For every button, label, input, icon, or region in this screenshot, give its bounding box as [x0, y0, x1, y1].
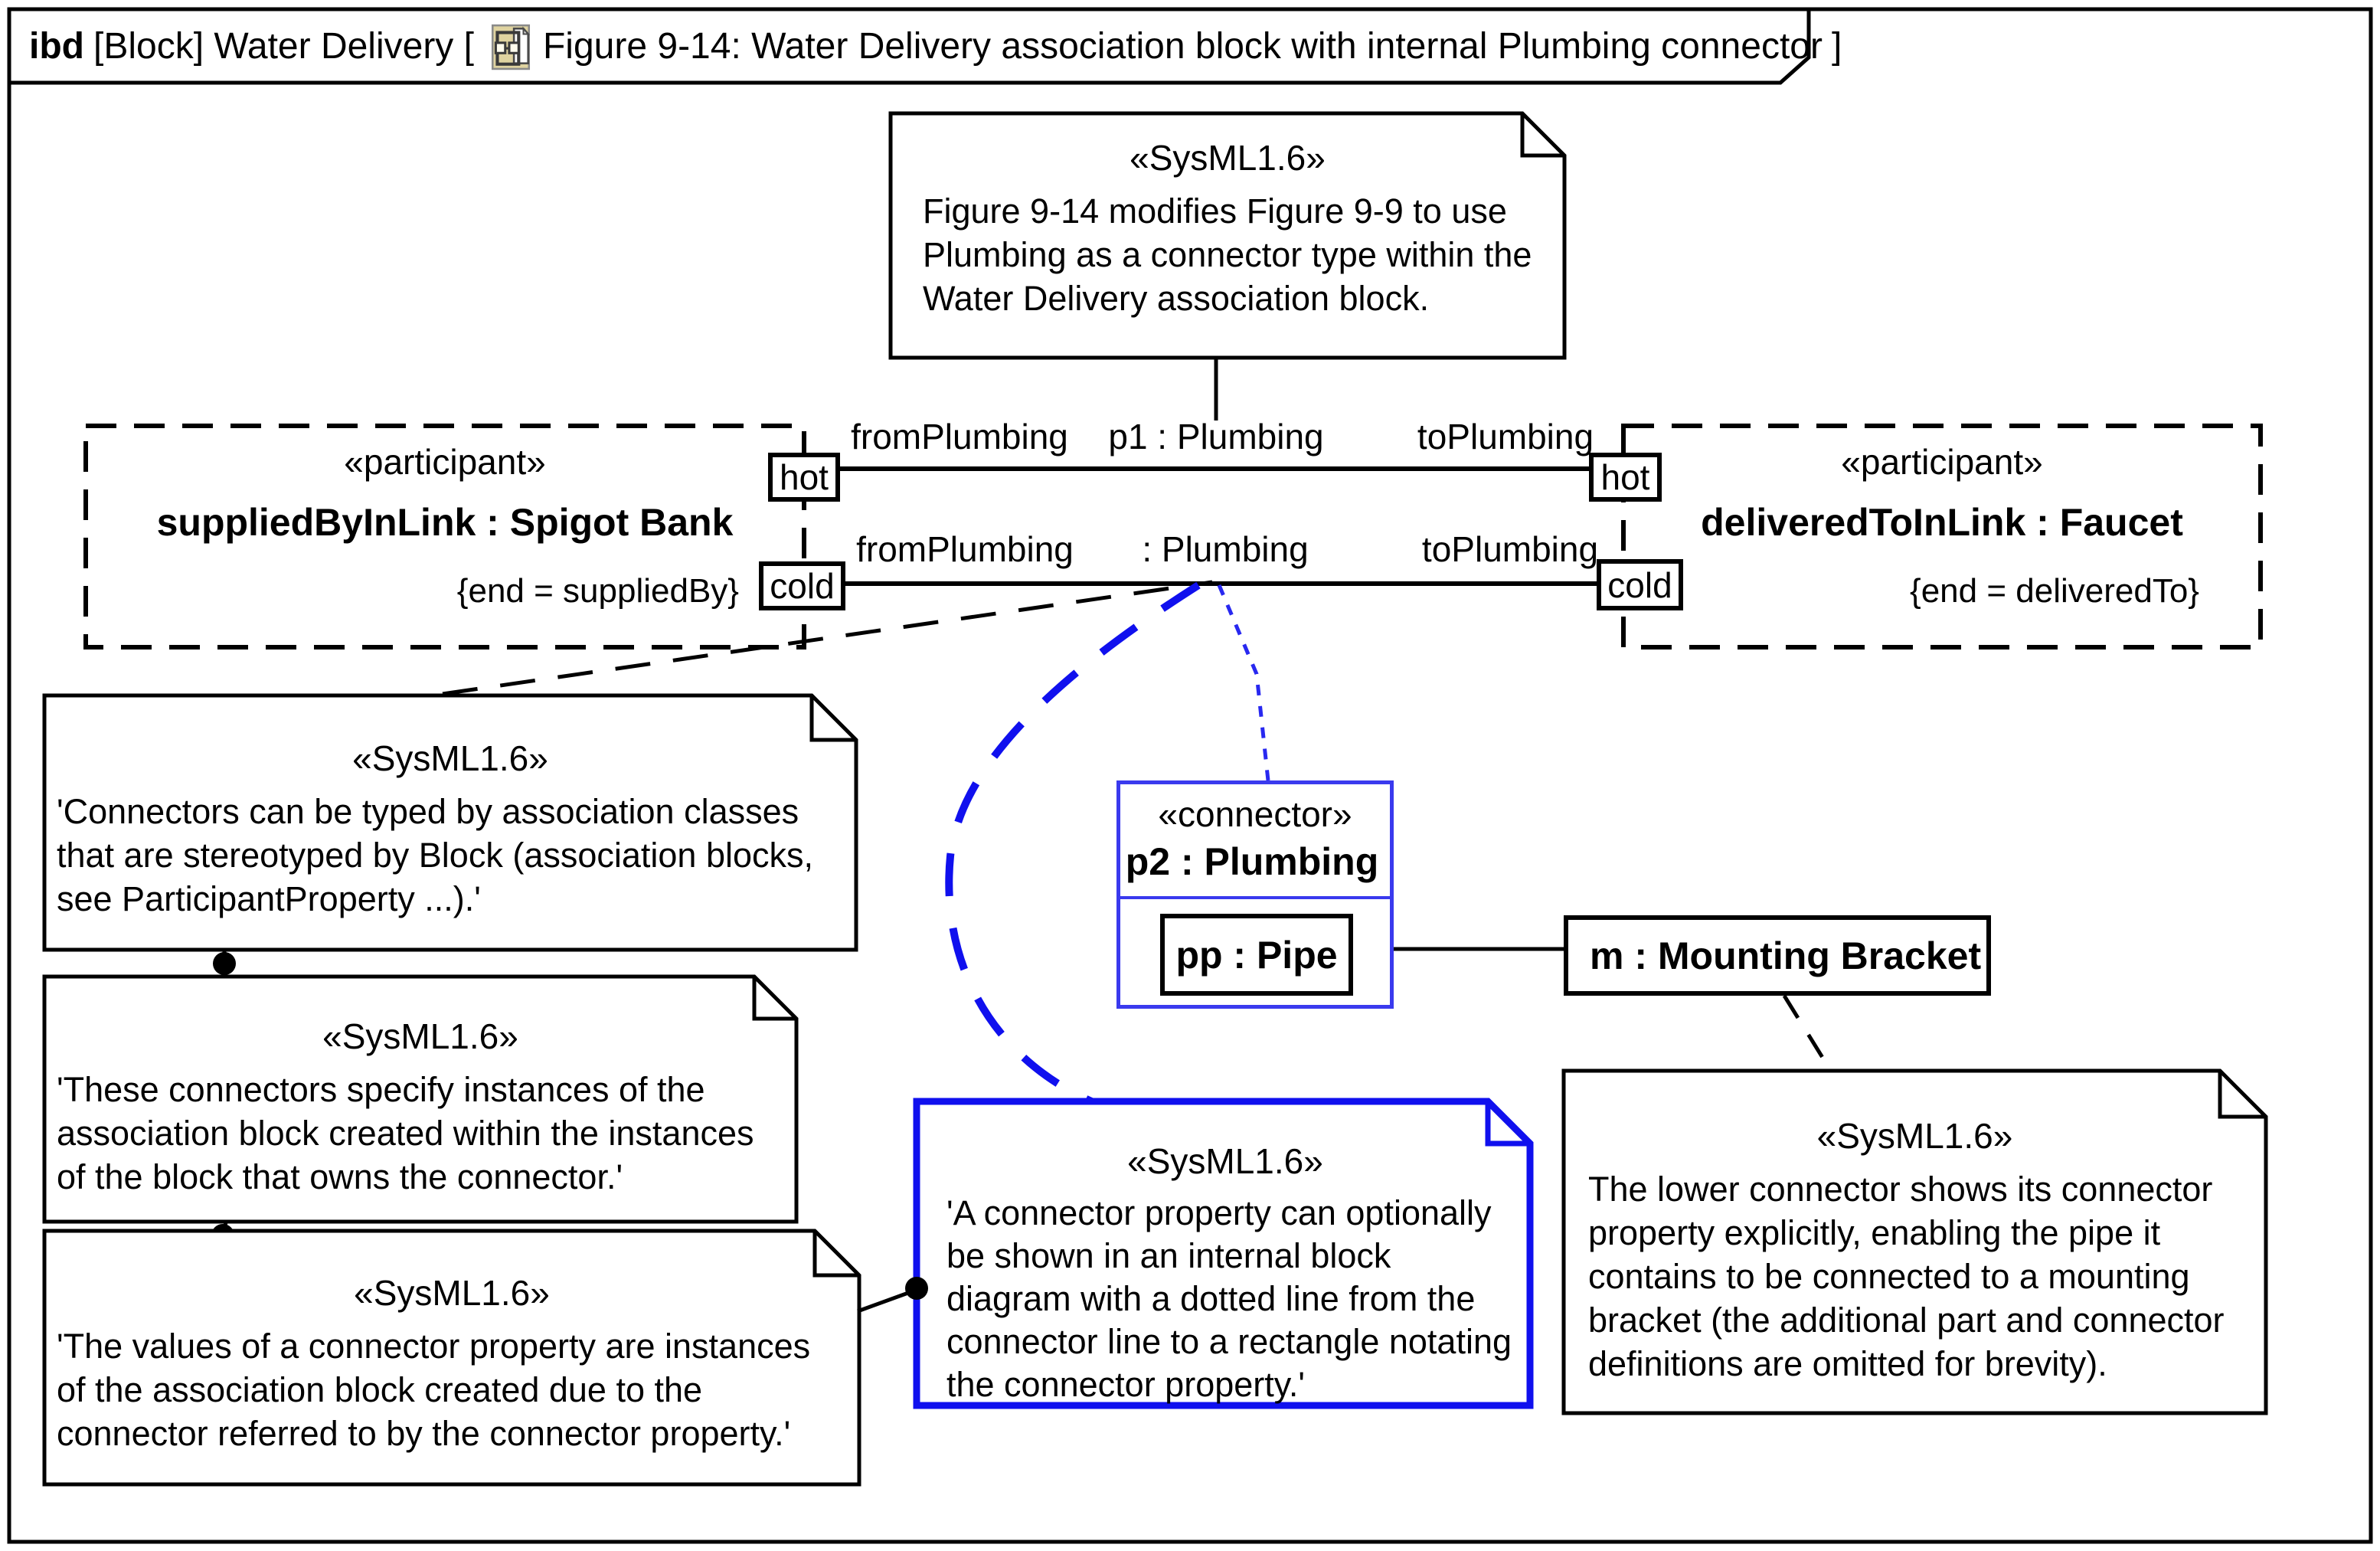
frame-keyword: ibd [29, 25, 84, 67]
left-note-3-shape[interactable] [42, 1229, 861, 1487]
note1-note2-dot [213, 952, 236, 975]
connector-property-dotted-line [1217, 584, 1270, 781]
left-note-1-shape[interactable] [42, 693, 858, 952]
ibd-diagram-file-icon [491, 21, 531, 70]
left-note-1-text: «SysML1.6» 'Connectors can be typed by a… [44, 737, 856, 921]
cold-from-label: fromPlumbing [856, 529, 1074, 569]
frame-figure-label: Figure 9-14: Water Delivery association … [542, 25, 1823, 67]
bracket-to-note-dashed-line [1782, 994, 1834, 1074]
participant-left-name: suppliedByInLink : Spigot Bank [156, 501, 734, 544]
left-note-1-fold [809, 695, 856, 742]
left-note-2-shape[interactable] [42, 974, 799, 1224]
stereotype-label: «SysML1.6» [354, 1273, 550, 1313]
frame-title: ibd [Block] Water Delivery [ Figure 9-14… [29, 17, 1851, 75]
hot-connector-name: p1 : Plumbing [1108, 417, 1324, 456]
note-line: of the association block created due to … [57, 1370, 703, 1409]
note-line: 'A connector property can optionally [946, 1193, 1492, 1232]
hot-to-label: toPlumbing [1417, 417, 1594, 456]
port-right-hot[interactable]: hot [1589, 453, 1662, 502]
note-line: see ParticipantProperty ...).' [57, 879, 481, 918]
top-note-text: «SysML1.6» Figure 9-14 modifies Figure 9… [891, 136, 1564, 320]
stereotype-label: «SysML1.6» [352, 738, 548, 778]
cold-to-label: toPlumbing [1421, 529, 1599, 569]
note-line: diagram with a dotted line from the [946, 1279, 1476, 1318]
note-line: the connector property.' [946, 1365, 1306, 1404]
blue-note-fold [1485, 1101, 1530, 1147]
note-line: that are stereotyped by Block (associati… [57, 836, 814, 875]
note-line: Figure 9-14 modifies Figure 9-9 to use [923, 191, 1507, 231]
stereotype-label: «SysML1.6» [1130, 138, 1326, 178]
note-line: association block created within the ins… [57, 1114, 754, 1153]
note-line: bracket (the additional part and connect… [1588, 1301, 2225, 1340]
note-line: 'Connectors can be typed by association … [57, 792, 799, 831]
stereotype-label: «SysML1.6» [1127, 1141, 1323, 1181]
frame-type-label: [Block] Water Delivery [ [93, 25, 474, 67]
participant-left-shape[interactable] [83, 424, 806, 650]
participant-right-stereotype: «participant» [1841, 442, 2043, 482]
participant-right-constraint: {end = deliveredTo} [1910, 572, 2199, 610]
stereotype-label: «SysML1.6» [322, 1016, 518, 1056]
blue-note-text: «SysML1.6» 'A connector property can opt… [927, 1140, 1524, 1406]
right-note-fold [2218, 1071, 2266, 1119]
port-right-cold[interactable]: cold [1597, 559, 1683, 610]
note-line: property explicitly, enabling the pipe i… [1588, 1213, 2161, 1252]
port-left-cold[interactable]: cold [759, 561, 845, 610]
left-note-3-fold [812, 1231, 859, 1278]
frame-close-bracket: ] [1831, 25, 1842, 67]
participant-left-constraint: {end = suppliedBy} [456, 572, 739, 610]
hot-from-label: fromPlumbing [851, 417, 1068, 456]
participant-right-shape[interactable] [1621, 424, 2263, 650]
note-line: connector line to a rectangle notating [946, 1322, 1512, 1361]
blue-note-shape[interactable] [913, 1098, 1534, 1409]
mounting-bracket-box[interactable]: m : Mounting Bracket [1564, 915, 1991, 996]
top-note-fold [1520, 113, 1564, 158]
note-line: Water Delivery association block. [923, 279, 1430, 318]
frame-title-tab[interactable] [7, 7, 1811, 85]
left-note-3-text: «SysML1.6» 'The values of a connector pr… [44, 1271, 859, 1455]
note1-to-connector-dashed-line [442, 580, 1213, 696]
note-line: definitions are omitted for brevity). [1588, 1344, 2107, 1383]
note-line: 'These connectors specify instances of t… [57, 1070, 705, 1109]
note-line: 'The values of a connector property are … [57, 1327, 811, 1366]
cold-connector-name: : Plumbing [1142, 529, 1309, 569]
stereotype-label: «SysML1.6» [1816, 1116, 2013, 1156]
note-line: Plumbing as a connector type within the [923, 235, 1532, 274]
right-note-shape[interactable] [1561, 1068, 2268, 1415]
left-note-2-text: «SysML1.6» 'These connectors specify ins… [44, 1015, 796, 1199]
note3-bluenote-dot [905, 1277, 928, 1300]
note-line: contains to be connected to a mounting [1588, 1257, 2190, 1296]
port-left-hot[interactable]: hot [768, 453, 840, 502]
connector-stereotype: «connector» [1158, 794, 1352, 834]
note-line: The lower connector shows its connector [1588, 1170, 2213, 1209]
note-line: be shown in an internal block [946, 1236, 1391, 1275]
right-note-text: «SysML1.6» The lower connector shows its… [1564, 1114, 2266, 1386]
note-line: connector referred to by the connector p… [57, 1414, 791, 1453]
compartment-divider [1120, 896, 1390, 899]
left-note-2-fold [752, 977, 796, 1021]
blue-dashed-anchor-curve [945, 581, 1201, 1107]
participant-left-stereotype: «participant» [344, 442, 546, 482]
top-note-shape[interactable] [888, 111, 1567, 360]
participant-right-name: deliveredToInLink : Faucet [1701, 501, 2183, 544]
connector-property-name: p2 : Plumbing [1125, 840, 1379, 883]
pipe-part-box[interactable]: pp : Pipe [1160, 914, 1353, 996]
note-line: of the block that owns the connector.' [57, 1157, 623, 1196]
